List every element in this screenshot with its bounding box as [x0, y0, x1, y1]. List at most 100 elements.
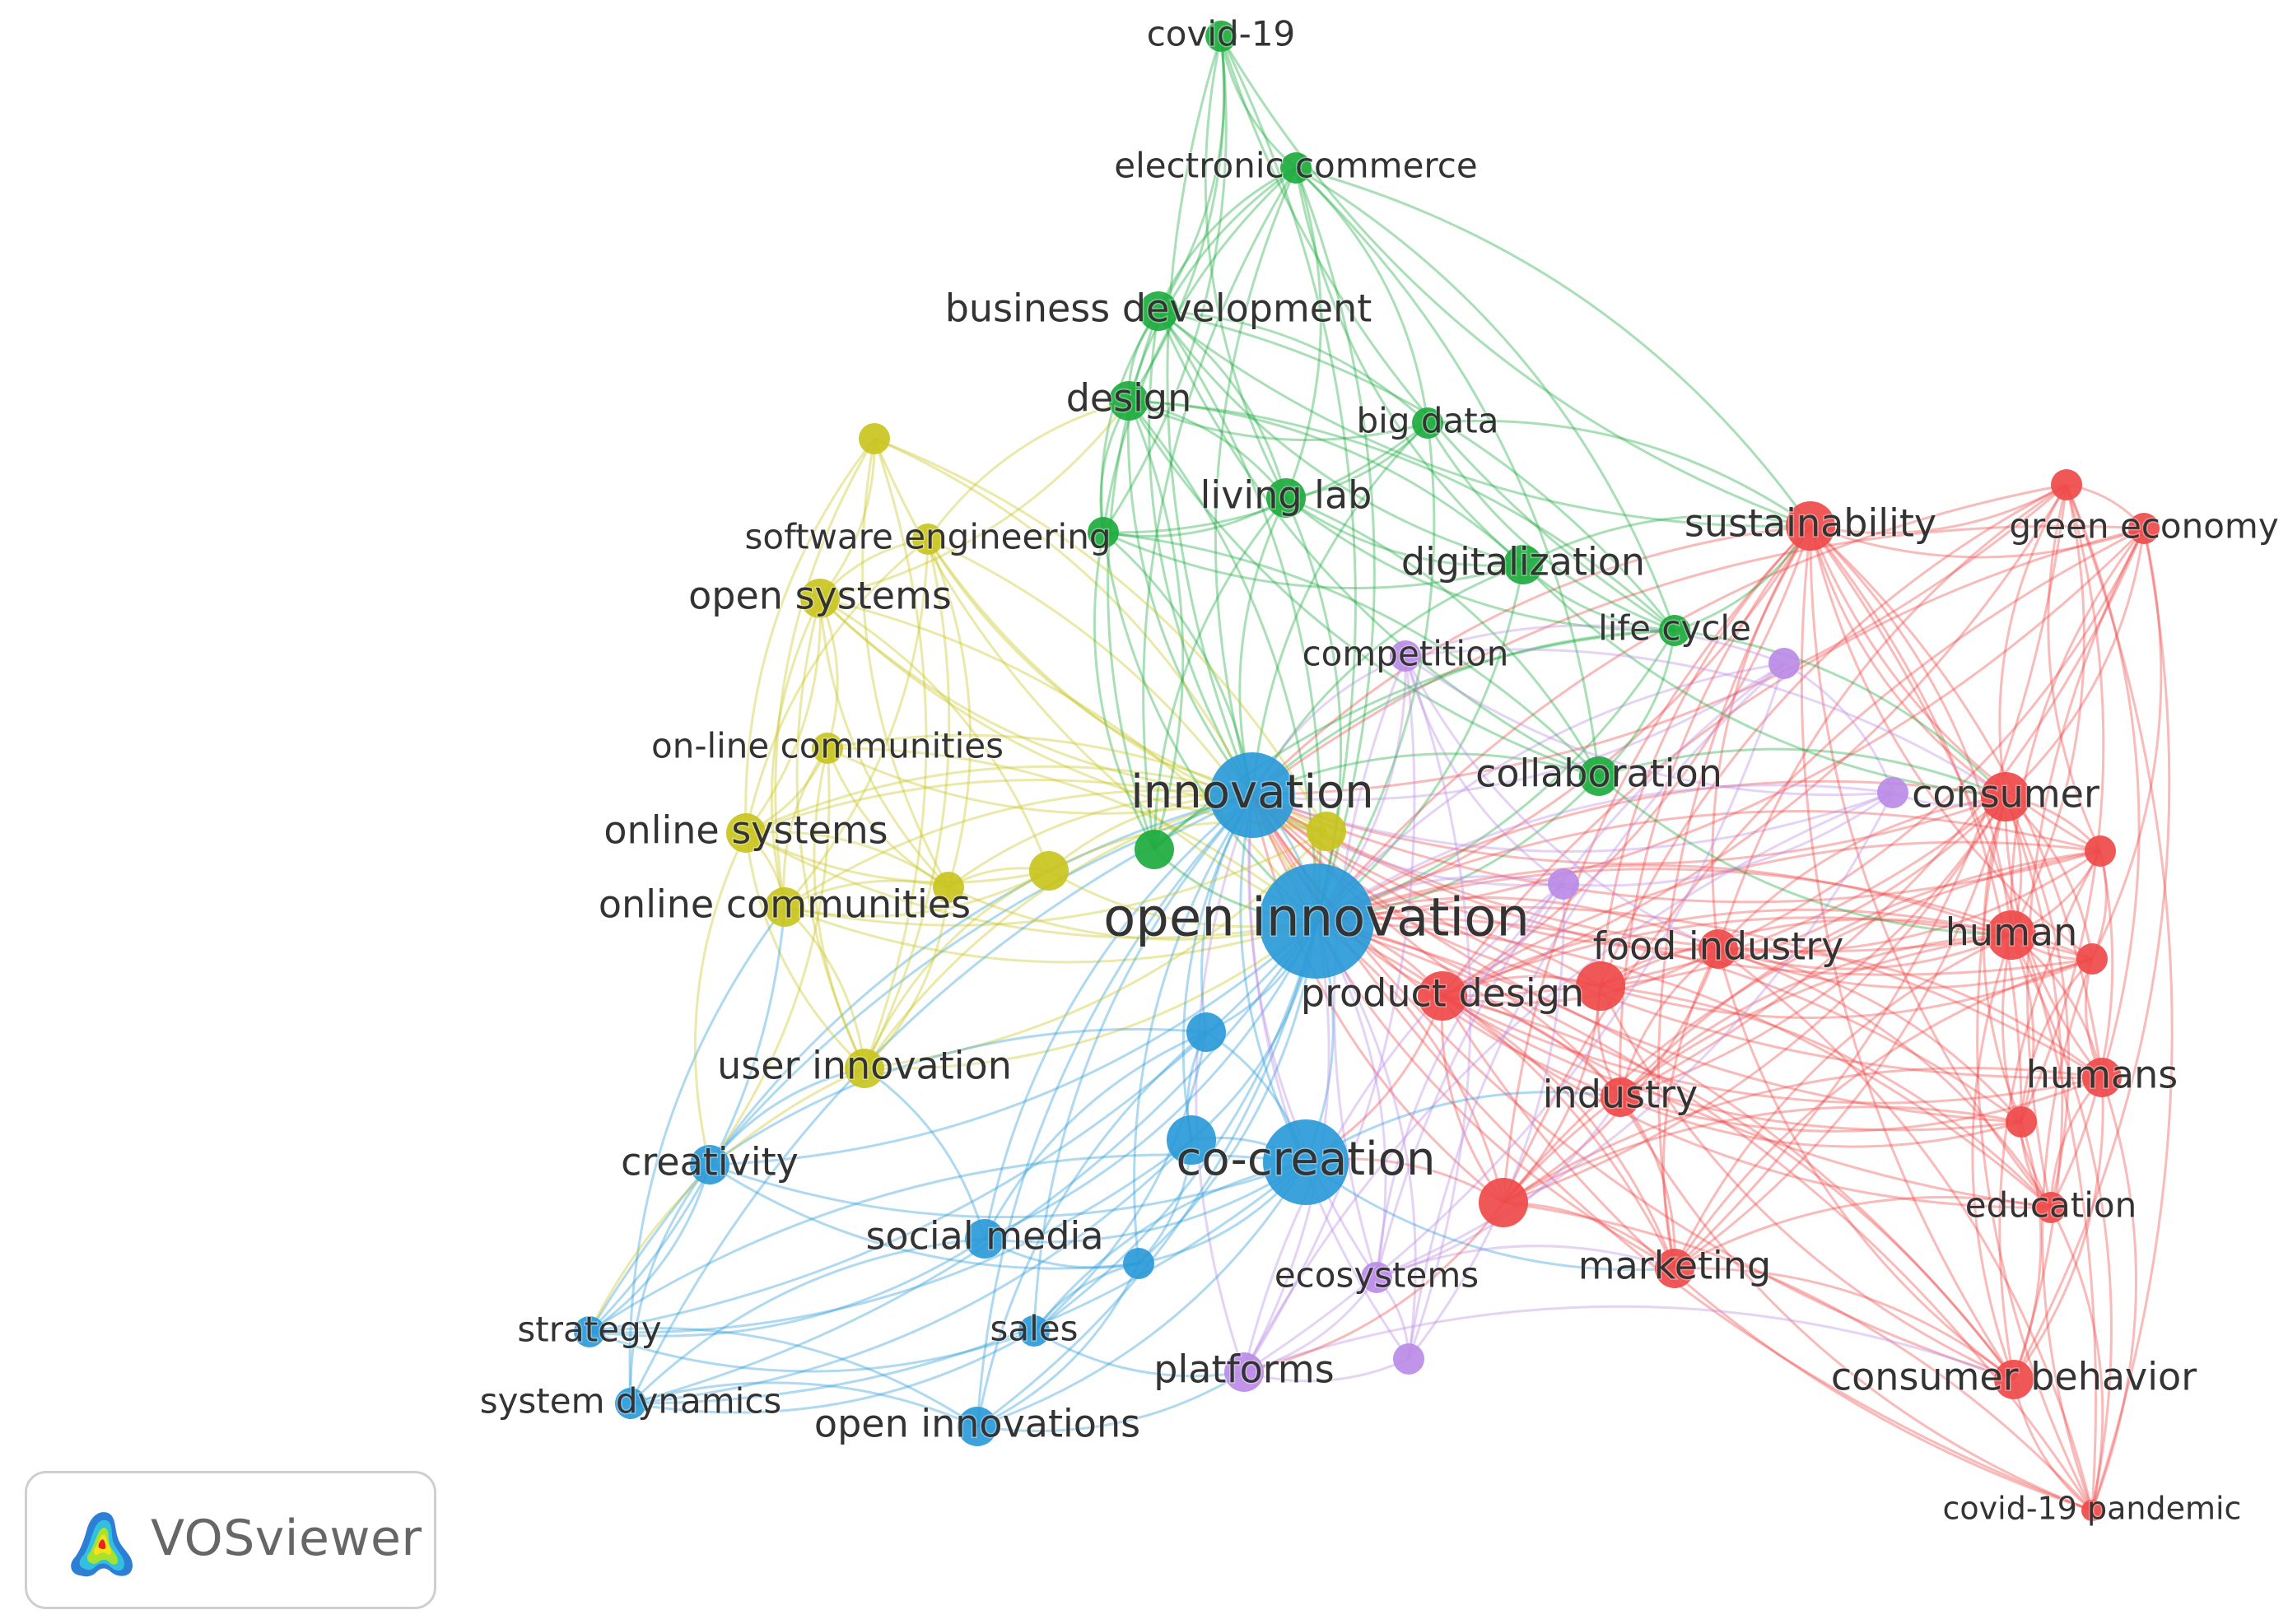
node-u-blue-2[interactable] — [1167, 1115, 1216, 1165]
node-u-green-2[interactable] — [1135, 830, 1174, 869]
edge-consumer-food-industry — [1717, 795, 2006, 951]
node-online-communities[interactable] — [765, 887, 804, 927]
node-consumer[interactable] — [1981, 772, 2030, 821]
node-innovation[interactable] — [1209, 752, 1295, 838]
edge-business-development-life-cycle — [1158, 309, 1676, 631]
node-strategy[interactable] — [574, 1316, 605, 1347]
node-platforms[interactable] — [1224, 1352, 1264, 1392]
edge-education-human — [2001, 934, 2053, 1208]
node-open-innovation[interactable] — [1259, 863, 1374, 979]
edge-covid-19-u-green-1 — [1102, 35, 1228, 533]
node-u-blue-3[interactable] — [1123, 1248, 1154, 1279]
edge-covid-19-pandemic-u-red-5 — [1503, 1201, 2094, 1512]
edge-human-u-red-6 — [1600, 918, 2012, 988]
edge-covid-19-business-development — [1157, 35, 1226, 312]
edge-life-cycle-innovation — [1251, 629, 1675, 797]
node-co-creation[interactable] — [1263, 1119, 1349, 1205]
node-open-innovations[interactable] — [958, 1407, 997, 1446]
edge-on-line-communities-open-innovation — [827, 747, 1317, 923]
node-u-purple-4[interactable] — [1393, 1343, 1424, 1375]
node-education[interactable] — [2035, 1192, 2067, 1223]
edge-creativity-innovation — [708, 793, 1253, 1166]
edge-open-systems-user-innovation — [795, 598, 866, 1069]
node-sustainability[interactable] — [1786, 501, 1835, 551]
edge-ecosystems-platforms — [1243, 1277, 1378, 1374]
node-digitalization[interactable] — [1503, 545, 1543, 584]
node-u-red-3[interactable] — [2076, 943, 2108, 975]
edge-business-development-u-green-1 — [1100, 310, 1160, 533]
edge-sales-innovation — [1032, 793, 1254, 1332]
edge-u-red-2-product-design — [1442, 840, 2101, 998]
node-ecosystems[interactable] — [1361, 1262, 1392, 1293]
node-product-design[interactable] — [1418, 971, 1467, 1021]
node-u-purple-3[interactable] — [1548, 868, 1579, 900]
edge-food-industry-u-red-3 — [1717, 947, 2093, 989]
edge-industry-u-red-2 — [1619, 849, 2101, 1099]
node-open-systems[interactable] — [800, 579, 840, 618]
node-covid-19-pandemic[interactable] — [2081, 1500, 2103, 1521]
node-covid-19[interactable] — [1205, 21, 1237, 52]
node-label-covid-19: covid-19 — [1147, 14, 1296, 54]
node-u-red-6[interactable] — [1576, 961, 1625, 1011]
node-big-data[interactable] — [1412, 407, 1443, 439]
edge-product-design-u-red-1 — [1442, 484, 2068, 998]
node-u-purple-2[interactable] — [1877, 777, 1908, 808]
node-online-systems[interactable] — [726, 813, 766, 853]
node-u-yellow-2[interactable] — [1307, 812, 1346, 851]
node-on-line-communities[interactable] — [812, 733, 843, 764]
node-creativity[interactable] — [690, 1145, 729, 1184]
edge-user-innovation-u-yellow-3 — [863, 869, 1050, 1069]
node-u-red-5[interactable] — [1479, 1178, 1528, 1227]
edge-platforms-innovation — [1195, 794, 1254, 1373]
node-software-engineering[interactable] — [912, 523, 944, 555]
node-design[interactable] — [1109, 381, 1149, 421]
edge-marketing-open-innovation — [1316, 919, 1676, 1269]
node-green-economy[interactable] — [2128, 513, 2160, 544]
node-u-green-1[interactable] — [1088, 517, 1119, 548]
node-social-media[interactable] — [965, 1219, 1004, 1259]
node-u-red-1[interactable] — [2051, 469, 2082, 500]
node-humans[interactable] — [2082, 1058, 2122, 1097]
edge-u-purple-1-u-purple-2 — [1783, 662, 1894, 793]
node-u-yellow-4[interactable] — [933, 872, 964, 903]
edge-online-communities-open-innovation — [784, 905, 1317, 964]
edge-u-purple-3-ecosystems — [1375, 882, 1565, 1278]
edge-industry-innovation — [1251, 794, 1621, 1099]
node-u-red-2[interactable] — [2085, 835, 2116, 867]
edge-user-innovation-open-innovation — [864, 919, 1317, 1070]
node-business-development[interactable] — [1139, 291, 1178, 331]
edge-human-open-innovation — [1316, 863, 2012, 937]
node-collaboration[interactable] — [1579, 756, 1619, 796]
node-food-industry[interactable] — [1699, 929, 1738, 969]
edge-open-systems-online-communities — [770, 598, 822, 908]
node-u-yellow-3[interactable] — [1029, 851, 1069, 891]
edge-electronic-commerce-open-innovation — [1294, 167, 1376, 922]
node-system-dynamics[interactable] — [615, 1388, 646, 1419]
edge-u-purple-4-open-innovation — [1315, 920, 1417, 1360]
node-u-yellow-1[interactable] — [859, 423, 890, 454]
edge-food-industry-industry — [1619, 947, 1719, 1098]
node-human[interactable] — [1987, 910, 2036, 960]
node-marketing[interactable] — [1655, 1249, 1694, 1288]
node-u-red-4[interactable] — [2006, 1106, 2037, 1138]
edge-software-engineering-online-systems — [744, 537, 929, 834]
edge-industry-marketing — [1619, 1096, 1676, 1269]
node-industry[interactable] — [1601, 1077, 1640, 1117]
node-competition[interactable] — [1390, 640, 1421, 672]
node-living-lab[interactable] — [1266, 478, 1306, 518]
node-u-blue-1[interactable] — [1186, 1012, 1226, 1052]
edge-industry-consumer — [1619, 796, 2007, 1099]
edge-u-red-2-innovation — [1251, 793, 2101, 904]
edge-consumer-behavior-open-innovation — [1316, 919, 2015, 1380]
node-consumer-behavior[interactable] — [1994, 1360, 2034, 1399]
node-u-purple-1[interactable] — [1768, 648, 1800, 679]
edge-u-red-1-innovation — [1251, 483, 2067, 797]
edge-covid-19-living-lab — [1204, 35, 1288, 499]
node-label-social-media: social media — [865, 1214, 1103, 1259]
node-user-innovation[interactable] — [845, 1049, 884, 1088]
edge-system-dynamics-online-communities — [628, 906, 786, 1404]
node-electronic-commerce[interactable] — [1280, 152, 1312, 184]
node-sales[interactable] — [1018, 1315, 1050, 1347]
node-life-cycle[interactable] — [1659, 615, 1690, 646]
edge-on-line-communities-online-communities — [782, 747, 829, 908]
